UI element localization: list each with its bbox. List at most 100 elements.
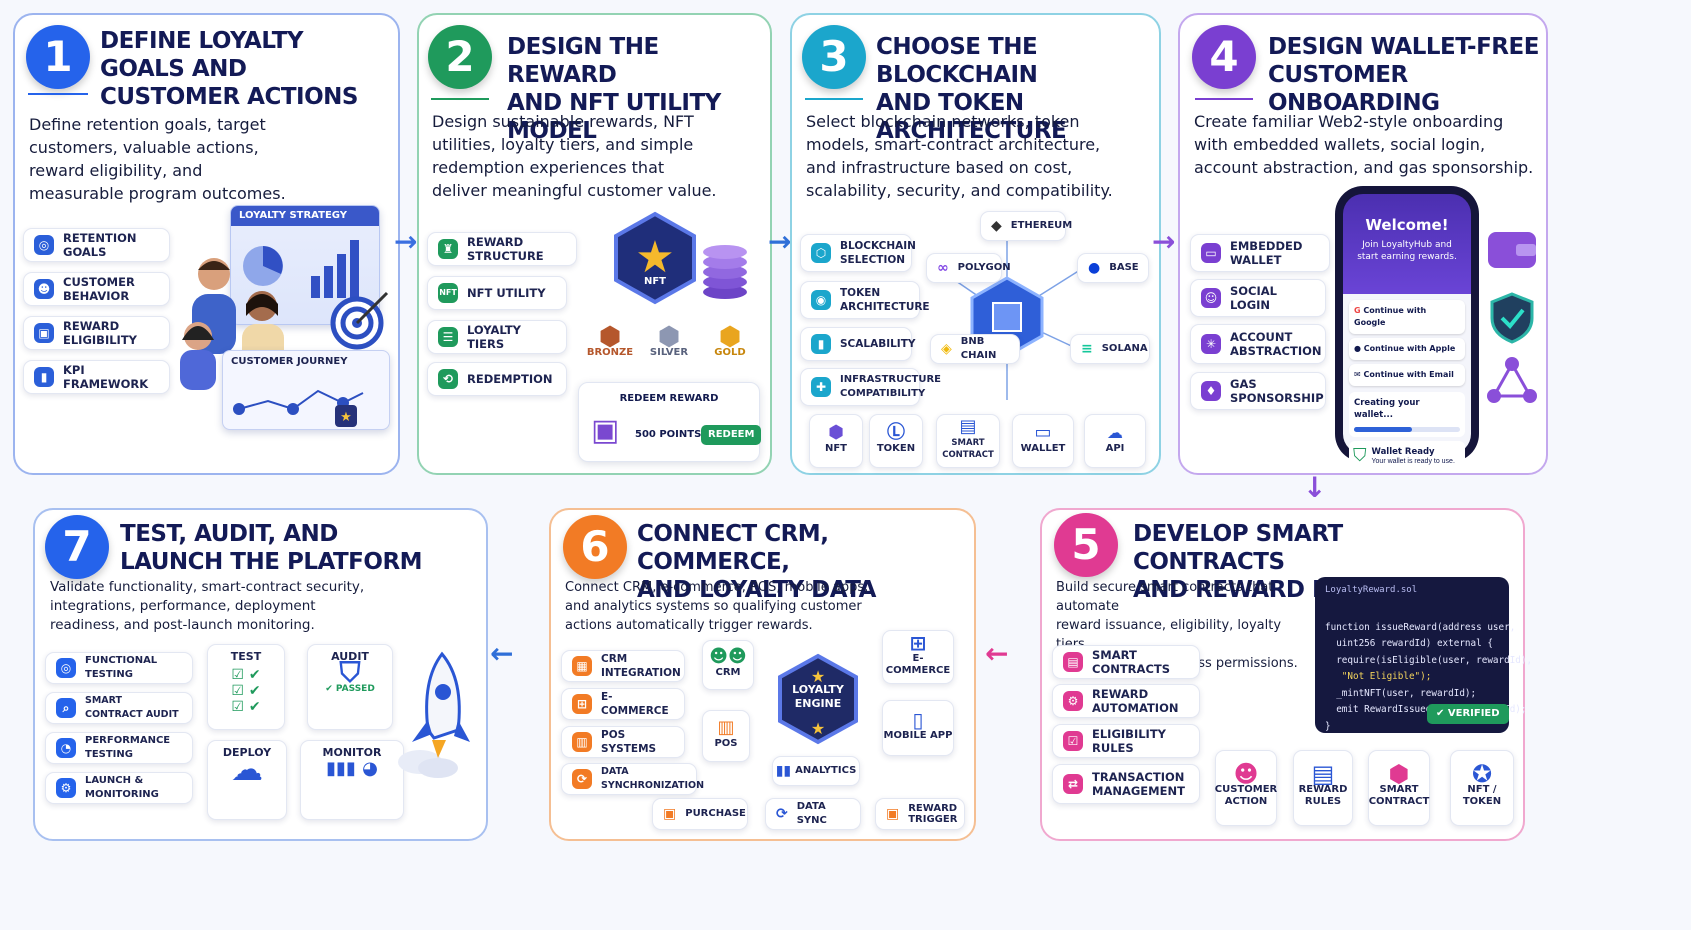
flow-nft-token: ✪NFT / TOKEN — [1450, 750, 1514, 826]
code-editor: LoyaltyReward.sol function issueReward(a… — [1315, 577, 1533, 733]
step-2-number: 2 — [428, 25, 492, 89]
step-3-number: 3 — [802, 25, 866, 89]
arch-wallet: ▭WALLET — [1012, 414, 1074, 468]
tier-silver: ⬢SILVER — [649, 322, 689, 358]
item-e-commerce: ⊞E-COMMERCE — [561, 688, 685, 720]
box-deploy: DEPLOY☁ — [207, 740, 287, 820]
arrow-4-to-5: ↓ — [1303, 471, 1327, 504]
solana-icon: ≡ — [1081, 341, 1093, 357]
flow-purchase: ▣PURCHASE — [652, 798, 748, 830]
network-nodes-icon — [1487, 357, 1537, 403]
node-analytics: ▮▮ANALYTICS — [772, 756, 860, 786]
wallet-ready-subtext: Your wallet is ready to use. — [1371, 458, 1455, 465]
cloud-upload-icon: ☁ — [231, 750, 263, 788]
item-crm-integration: ▦CRM INTEGRATION — [561, 650, 685, 682]
box-audit: AUDIT⛉✔ PASSED — [307, 644, 393, 730]
item-social-login: ☺SOCIAL LOGIN — [1190, 279, 1326, 317]
apple-login-button[interactable]: ● Continue with Apple — [1349, 338, 1465, 360]
item-token-architecture: ◉TOKEN ARCHITECTURE — [800, 281, 930, 319]
pos-icon: ▥ — [572, 732, 592, 752]
gauge-icon: ◔ — [56, 738, 76, 758]
arrow-3-to-4: → — [1152, 225, 1176, 258]
gift-icon: ▣ — [34, 323, 54, 343]
step-6-title: CONNECT CRM, COMMERCE,AND LOYALTY DATA — [637, 521, 876, 603]
checklist-icon: ☑ ✔☑ ✔☑ ✔ — [231, 667, 261, 715]
shopping-cart-icon: ⊞ — [909, 631, 927, 655]
user-icon: ☺ — [1201, 288, 1221, 308]
item-smart-contracts: ▤SMART CONTRACTS — [1052, 645, 1200, 679]
svg-text:★: ★ — [811, 721, 825, 738]
mobile-icon: ▯ — [912, 708, 924, 732]
transfer-icon: ⇄ — [1063, 774, 1083, 794]
creating-wallet-text: Creating your wallet... — [1354, 398, 1420, 420]
people-icon — [180, 258, 284, 390]
customer-icon: ☻ — [1233, 760, 1259, 788]
arch-nft: ⬢NFT — [809, 414, 863, 468]
google-login-button[interactable]: G Continue with Google — [1349, 300, 1465, 334]
tier-bronze: ⬢BRONZE — [586, 322, 634, 358]
flow-data-sync: ⟳DATA SYNC — [765, 798, 861, 830]
document-icon: ▤ — [959, 416, 977, 437]
wallet-graphic-icon — [1488, 232, 1536, 268]
rocket-icon — [398, 651, 470, 778]
gear-icon: ⚙ — [1063, 691, 1083, 711]
step-7-number: 7 — [45, 515, 109, 579]
item-data-synchronization: ⟳DATA SYNCHRONIZATION — [561, 763, 704, 795]
puzzle-icon: ✚ — [811, 377, 831, 397]
silver-badge-icon: ⬢ — [657, 322, 681, 352]
redeem-button[interactable]: REDEEM — [701, 425, 762, 445]
nft-badge-icon: ★ — [614, 211, 696, 305]
code-block: function issueReward(address user, uint2… — [1325, 621, 1533, 732]
item-kpi-framework: ▮KPI FRAMEWORK — [23, 360, 170, 394]
email-login-button[interactable]: ✉ Continue with Email — [1349, 364, 1465, 386]
trophy-icon: ♜ — [438, 239, 458, 259]
crm-users-icon: ☻☻ — [709, 646, 747, 667]
phone-mockup: Welcome! Join LoyaltyHub and start earni… — [1335, 186, 1479, 470]
node-crm: ☻☻CRM — [702, 640, 754, 690]
bnb-icon: ◈ — [941, 341, 952, 357]
box-test: TEST☑ ✔☑ ✔☑ ✔ — [207, 644, 285, 730]
token-icon: ◉ — [811, 290, 831, 310]
cart-icon: ⊞ — [572, 694, 592, 714]
welcome-subtext: Join LoyaltyHub and start earning reward… — [1357, 240, 1457, 262]
document-icon: ▤ — [1063, 652, 1083, 672]
step-6-number: 6 — [563, 515, 627, 579]
engine-hexagon: ★★ — [778, 653, 858, 745]
sync-icon: ⟳ — [776, 806, 788, 822]
wallet-icon: ▭ — [1034, 422, 1052, 443]
analytics-icon: ▮▮ — [775, 763, 792, 779]
box-monitor: MONITOR▮▮▮ ◕ — [300, 740, 404, 820]
node-mobile-app: ▯MOBILE APP — [882, 700, 954, 756]
wallet-icon: ▭ — [1201, 243, 1221, 263]
item-functional-testing: ◎FUNCTIONAL TESTING — [45, 652, 193, 684]
step-7-description: Validate functionality, smart-contract s… — [50, 579, 365, 633]
item-scalability: ▮SCALABILITY — [800, 327, 915, 361]
pie-bar-chart-icon — [243, 240, 359, 298]
tiers-icon: ☰ — [438, 327, 458, 347]
item-reward-automation: ⚙REWARD AUTOMATION — [1052, 684, 1200, 718]
svg-text:★: ★ — [635, 233, 674, 282]
polygon-icon: ∞ — [937, 260, 949, 276]
shield-check-icon — [1490, 292, 1534, 344]
bronze-badge-icon: ⬢ — [598, 322, 622, 352]
redeem-reward-title: REDEEM REWARD — [619, 393, 719, 404]
target-icon: ◎ — [56, 658, 76, 678]
target-icon: ◎ — [34, 235, 54, 255]
node-pos: ▥POS — [702, 710, 750, 762]
base-icon: ● — [1088, 260, 1101, 276]
token-coin-icon: Ⓛ — [887, 422, 905, 443]
nft-icon: ⬢ — [828, 422, 844, 443]
nft-icon: NFT — [438, 283, 458, 303]
users-icon: ☻ — [34, 279, 54, 299]
chain-solana: ≡SOLANA — [1070, 334, 1150, 364]
points-value: 500 POINTS — [635, 429, 702, 440]
arrow-2-to-3: → — [768, 225, 792, 258]
